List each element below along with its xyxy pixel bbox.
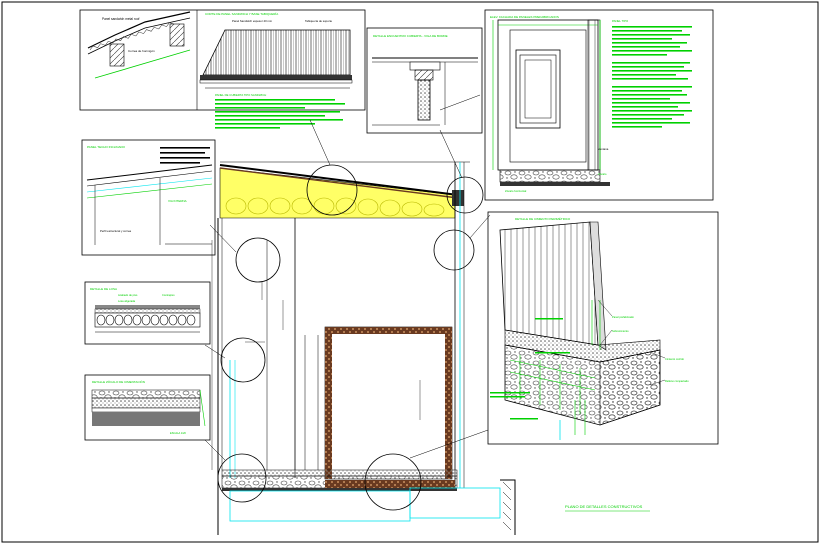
floor-note-c: Losa aligerada [118,299,136,303]
main-section [204,119,516,535]
eave-title: DETALLE ENCUENTRO CUBIERTA - VIGA DE BOR… [373,34,448,38]
facade-label-c: Zócalo horizontal [505,189,527,193]
svg-text:PANEL DE CUBIERTA TIPO SANDWIC: PANEL DE CUBIERTA TIPO SANDWICH [215,93,266,97]
panel-roof-detail: Panel sandwich metal roof Correa de horm… [79,9,366,129]
floor-note-a: Acabado de piso [118,293,138,297]
roof-slope-note: Perfil estructural y correa [100,229,132,233]
roof-slope-axis: VIA INTERNA [168,199,187,203]
callout-circles [217,164,484,511]
panel-roof-note: Correa de hormigón [128,49,155,53]
facade-label-a: Ventana [598,147,609,151]
panel-green-text-block: PANEL DE CUBIERTA TIPO SANDWICH [215,93,345,129]
panel-isometric-foundation: DETALLE DE CIMIENTO PERIMÉTRICO Panel pr… [487,211,719,445]
panel-floor-slab: DETALLE DE LOSA Acabado de piso Contrapi… [84,281,211,345]
iso-note-a: Panel prefabricado [612,315,634,319]
panel-facade-elevation: ELEV. FACHADA DE PANELES PREFABRICADOS Z… [484,9,714,201]
panel-roof-title: Panel sandwich metal roof [102,17,139,21]
roof-slope-title: PANEL TECHO INCLINADO [87,145,126,149]
facade-title: ELEV. FACHADA DE PANELES PREFABRICADOS [490,15,559,19]
panel-cut-note-b: Tabiquería de soporte [305,19,332,23]
svg-text:PANEL TIPO: PANEL TIPO [612,19,629,23]
iso-note-b: Sobrecimiento [612,329,629,333]
panel-cut-note-a: Panel Sandwich espesor 40 mm [232,19,273,23]
iso-note-c: Cimiento corrido [665,357,684,361]
panel-cyclopean: DETALLE ZÓCALO DE CIMENTACIÓN ESCALA 1/2… [84,374,211,441]
floor-title: DETALLE DE LOSA [90,287,117,291]
cyclopean-title: DETALLE ZÓCALO DE CIMENTACIÓN [92,379,145,384]
plan-title: PLANO DE DETALLES CONSTRUCTIVOS [565,504,643,509]
panel-cut-title: CORTE DE PANEL SANDWICH Y BASE TABIQUERÍ… [205,12,278,16]
cyclopean-scale: ESCALA 1/20 [170,431,186,435]
panel-roof-slope: PANEL TECHO INCLINADO VIA INTERNA Perfil… [81,139,216,256]
panel-eave-detail: DETALLE ENCUENTRO CUBIERTA - VIGA DE BOR… [366,27,483,134]
floor-note-b: Contrapiso [162,293,175,297]
facade-notes: PANEL TIPO [612,19,692,128]
facade-label-b: Zócalo [598,172,607,176]
iso-title: DETALLE DE CIMIENTO PERIMÉTRICO [515,216,571,221]
iso-note-d: Relleno compactado [665,379,689,383]
